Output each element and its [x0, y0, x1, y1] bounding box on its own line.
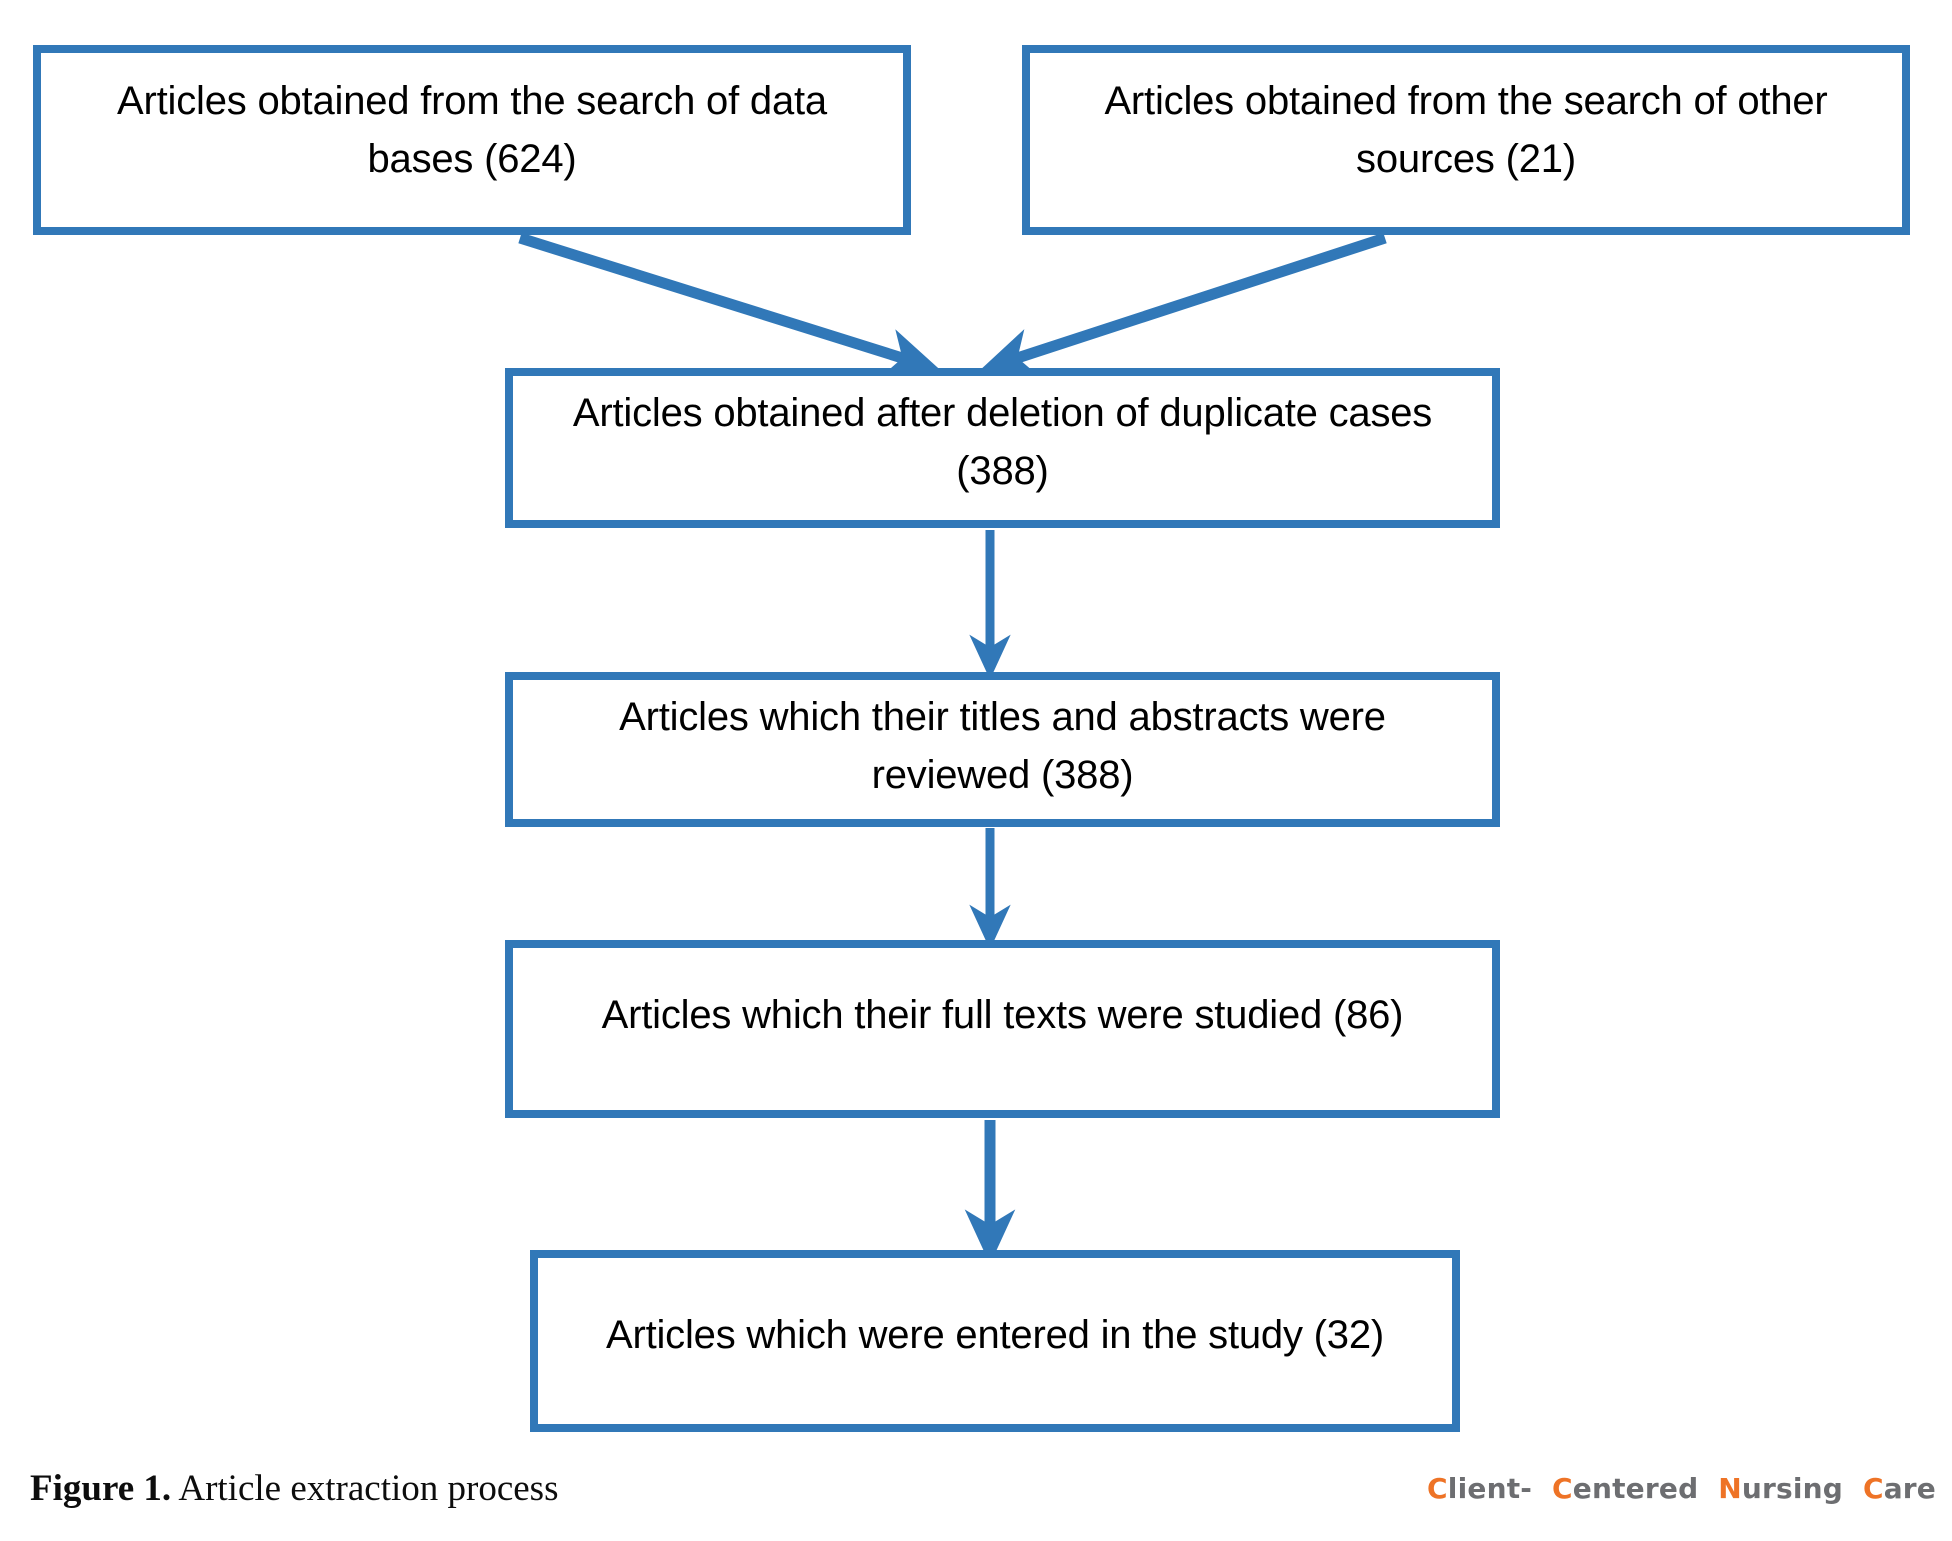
flow-node-deduplication: Articles obtained after deletion of dupl… [505, 368, 1500, 528]
flow-node-included: Articles which were entered in the study… [530, 1250, 1460, 1432]
journal-logo-initial: C [1862, 1472, 1884, 1505]
journal-logo-initial: C [1552, 1472, 1573, 1505]
figure-caption-text: Article extraction process [171, 1468, 559, 1509]
journal-logo-rest: entered [1572, 1472, 1699, 1505]
figure-caption-label: Figure 1. [30, 1468, 172, 1509]
journal-logo-word-2: Centered [1552, 1472, 1698, 1505]
flow-node-label: Articles obtained after deletion of dupl… [572, 391, 1433, 493]
edge-n1-n3 [518, 232, 941, 378]
flow-node-databases: Articles obtained from the search of dat… [33, 45, 911, 235]
flow-node-label: Articles which their full texts were stu… [601, 993, 1404, 1037]
journal-logo-word-1: Client- [1427, 1472, 1532, 1505]
journal-logo-rest: ursing [1741, 1472, 1844, 1505]
flow-node-other-sources: Articles obtained from the search of oth… [1022, 45, 1910, 235]
journal-logo: Client- Centered Nursing Care [1427, 1472, 1936, 1505]
journal-logo-space-3 [1853, 1472, 1863, 1505]
flow-node-label: Articles obtained from the search of oth… [1104, 79, 1828, 181]
flow-node-label: Articles obtained from the search of dat… [117, 79, 827, 181]
flow-node-label: Articles which their titles and abstract… [619, 694, 1386, 797]
journal-logo-rest: lient- [1447, 1472, 1533, 1505]
journal-logo-initial: C [1427, 1472, 1448, 1505]
figure-caption: Figure 1. Article extraction process [30, 1467, 558, 1510]
journal-logo-word-3: Nursing [1718, 1472, 1843, 1505]
edge-n2-n3 [979, 232, 1387, 378]
journal-logo-rest: are [1883, 1472, 1936, 1505]
flow-node-eligibility: Articles which their full texts were stu… [505, 940, 1500, 1118]
journal-logo-initial: N [1718, 1472, 1742, 1505]
journal-logo-word-4: Care [1863, 1472, 1936, 1505]
journal-logo-space-1 [1542, 1472, 1552, 1505]
journal-logo-space-2 [1708, 1472, 1718, 1505]
flow-node-screening: Articles which their titles and abstract… [505, 672, 1500, 827]
flow-node-label: Articles which were entered in the study… [605, 1313, 1385, 1357]
